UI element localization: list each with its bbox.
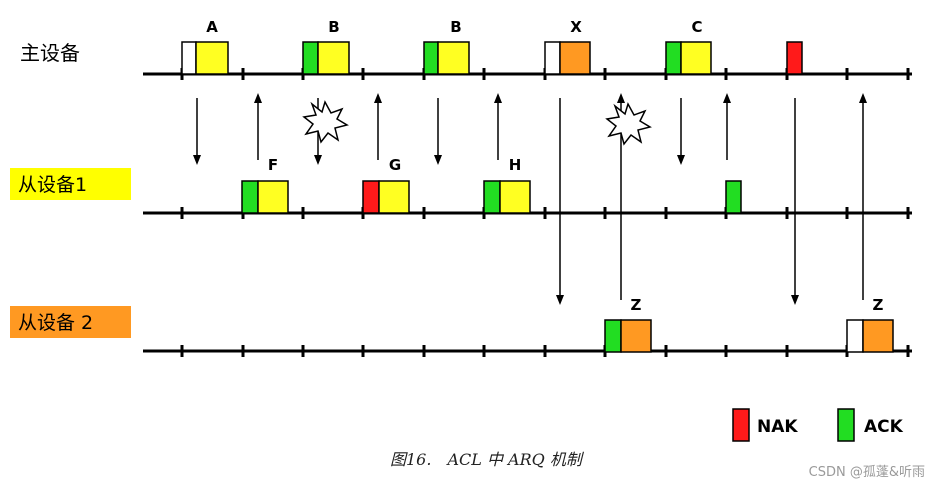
figure-caption: 图16. ACL 中 ARQ 机制: [390, 450, 585, 469]
packet-B1-label: B: [328, 18, 339, 36]
collision-burst-icon: [302, 100, 349, 144]
packet-A-label: A: [206, 18, 218, 36]
master-label: 主设备: [20, 41, 80, 65]
packet-A: A: [181, 18, 229, 75]
packet-Z1-label: Z: [631, 296, 642, 314]
packet-nak-master: [786, 41, 803, 75]
legend: NAK ACK: [732, 408, 904, 442]
packet-X-label: X: [570, 18, 582, 36]
packet-H: H: [483, 156, 531, 214]
slave1-label: 从设备1: [18, 174, 87, 196]
legend-ack-swatch: [837, 408, 855, 442]
packet-B2: B: [423, 18, 470, 75]
packet-B1: B: [302, 18, 350, 75]
legend-nak-label: NAK: [757, 417, 798, 437]
slave2-label: 从设备 2: [18, 312, 93, 334]
packet-G-label: G: [389, 156, 401, 174]
slave1-label-bg: [10, 168, 131, 200]
slave2-label-bg: [10, 306, 131, 338]
packet-ack-slave1: [725, 180, 742, 214]
packet-G: G: [362, 156, 410, 214]
collision-burst-icon: [605, 102, 652, 146]
packet-B2-label: B: [450, 18, 461, 36]
packet-F: F: [241, 156, 289, 214]
watermark: CSDN @孤蓬&听雨: [809, 465, 925, 480]
packet-Z1: Z: [604, 296, 652, 353]
packet-H-label: H: [509, 156, 522, 174]
packet-C-label: C: [691, 18, 702, 36]
packet-F-label: F: [268, 156, 278, 174]
packet-Z2-label: Z: [873, 296, 884, 314]
legend-nak-swatch: [732, 408, 750, 442]
packet-Z2: Z: [846, 296, 894, 353]
packet-X: X: [544, 18, 591, 75]
legend-ack-label: ACK: [864, 417, 904, 437]
packet-C: C: [665, 18, 712, 75]
